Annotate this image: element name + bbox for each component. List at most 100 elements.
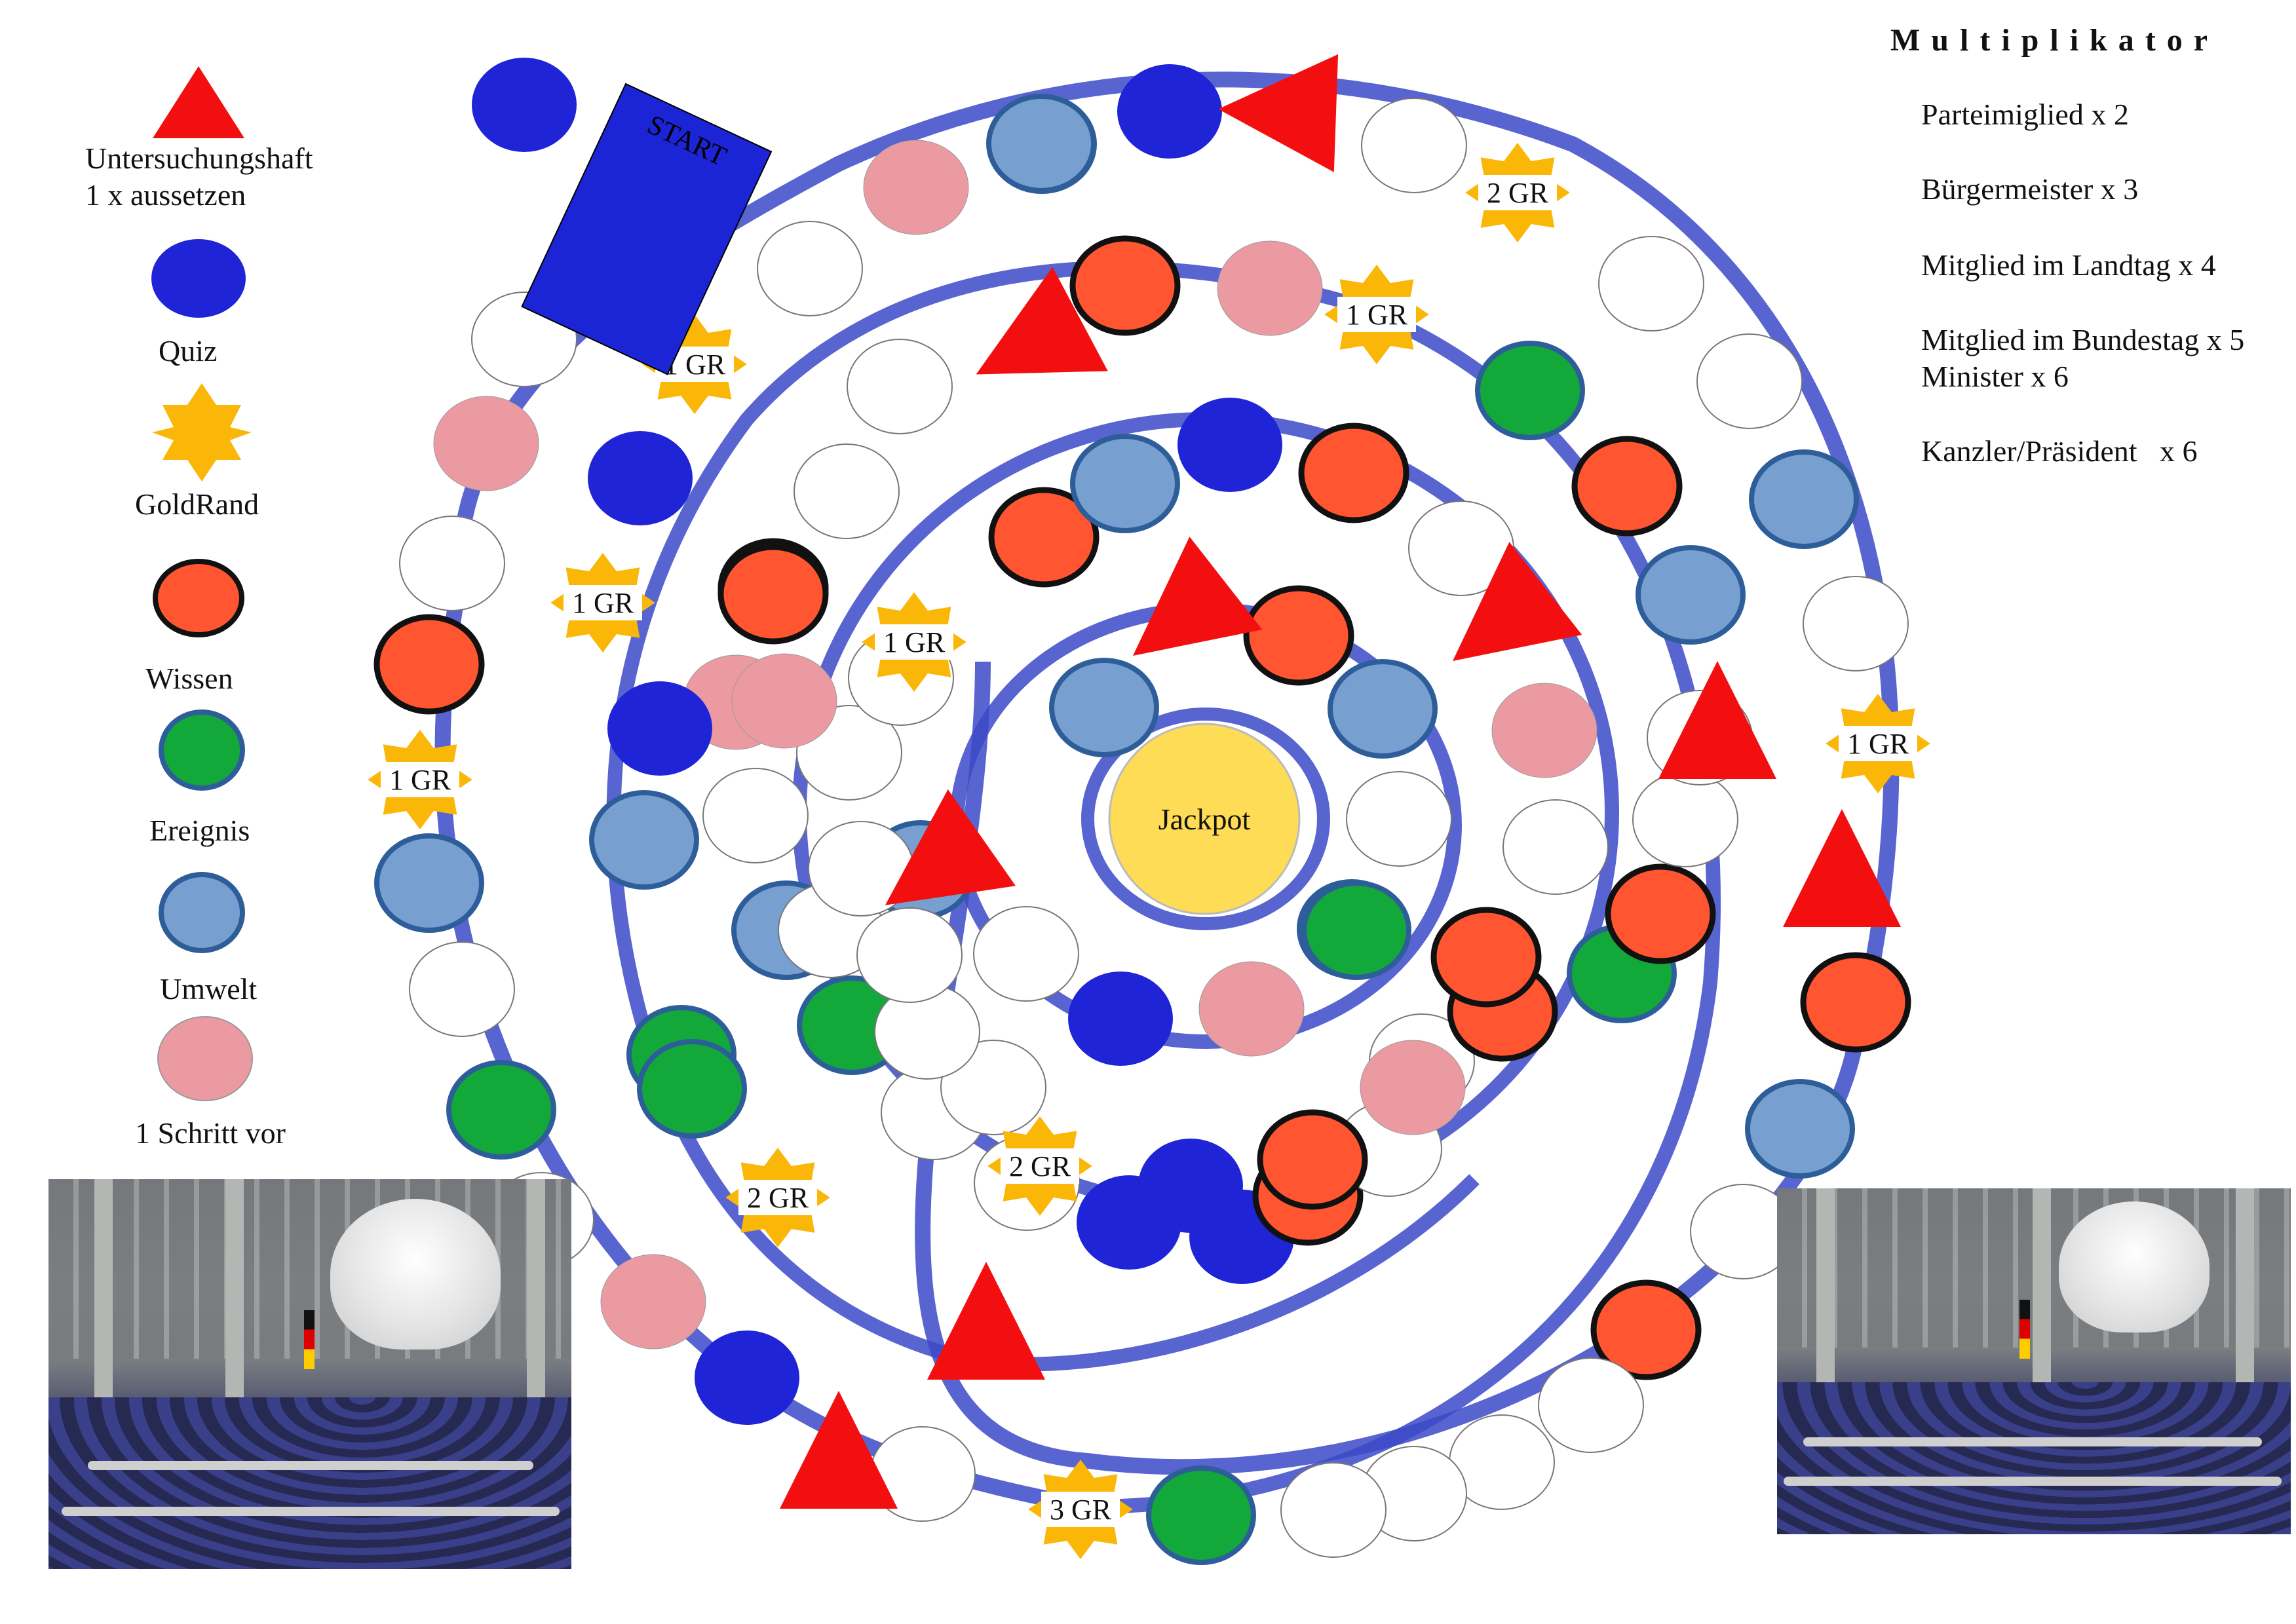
untersuchungshaft-field[interactable] <box>1097 537 1263 702</box>
quiz-field[interactable] <box>472 58 577 152</box>
umwelt-field[interactable] <box>1328 659 1438 759</box>
eagle-emblem <box>330 1199 501 1350</box>
quiz-field[interactable] <box>1177 398 1282 492</box>
legend-umwelt-label: Umwelt <box>160 972 258 1006</box>
schritt-vor-field[interactable] <box>1217 240 1323 336</box>
umwelt-field[interactable] <box>589 790 699 890</box>
schritt-vor-field[interactable] <box>1360 1040 1466 1135</box>
wissen-field[interactable] <box>718 544 829 645</box>
schritt-vor-field[interactable] <box>433 396 539 491</box>
goldrand-label: 3 GR <box>1050 1494 1112 1526</box>
quiz-field[interactable] <box>1117 64 1222 159</box>
multiplikator-item: Parteimiglied x 2 <box>1921 98 2129 131</box>
goldrand-field[interactable]: 2 GR <box>725 1148 830 1247</box>
schritt-vor-field[interactable] <box>731 653 837 749</box>
empty-field[interactable] <box>1632 772 1738 867</box>
goldrand-field[interactable]: 1 GR <box>550 553 655 652</box>
untersuchungshaft-field[interactable] <box>1216 50 1339 172</box>
untersuchungshaft-field[interactable] <box>1783 809 1901 927</box>
untersuchungshaft-field[interactable] <box>948 267 1108 426</box>
goldrand-label: 1 GR <box>883 626 946 658</box>
quiz-field[interactable] <box>607 681 712 776</box>
board-fields: 2 GR1 GR1 GR1 GR1 GR1 GR1 GR2 GR2 GR3 GR <box>368 50 1930 1565</box>
wissen-field[interactable] <box>1590 1279 1702 1380</box>
empty-field[interactable] <box>1696 333 1803 429</box>
quiz-field[interactable] <box>1068 972 1173 1066</box>
untersuchungshaft-field[interactable] <box>1658 661 1776 779</box>
empty-field[interactable] <box>973 906 1079 1002</box>
umwelt-field[interactable] <box>1745 1079 1855 1179</box>
untersuchungshaft-field[interactable] <box>851 789 1016 954</box>
wissen-field[interactable] <box>1800 952 1911 1053</box>
empty-field[interactable] <box>940 1040 1046 1135</box>
goldrand-label: 2 GR <box>1009 1150 1071 1182</box>
multiplikator-item: Mitglied im Bundestag x 5 <box>1921 323 2245 356</box>
multiplikator-title: Multiplikator <box>1890 23 2219 58</box>
ereignis-field[interactable] <box>1301 880 1411 980</box>
empty-field[interactable] <box>757 221 863 316</box>
lightblue-circle-icon <box>159 872 245 953</box>
goldrand-field[interactable]: 2 GR <box>1465 143 1570 242</box>
goldrand-label: 2 GR <box>747 1182 809 1214</box>
ereignis-field[interactable] <box>446 1060 556 1160</box>
goldrand-field[interactable]: 1 GR <box>368 730 472 829</box>
multiplikator-item: Minister x 6 <box>1921 360 2069 393</box>
schritt-vor-field[interactable] <box>600 1254 706 1350</box>
legend-ereignis-label: Ereignis <box>149 814 250 847</box>
bundestag-photo-left <box>48 1179 571 1569</box>
orange-circle-icon <box>153 559 244 637</box>
goldrand-field[interactable]: 1 GR <box>1826 694 1930 793</box>
umwelt-field[interactable] <box>1749 449 1859 549</box>
empty-field[interactable] <box>1598 236 1704 331</box>
wissen-field[interactable] <box>1298 423 1409 523</box>
umwelt-field[interactable] <box>1636 545 1746 645</box>
ereignis-field[interactable] <box>1146 1465 1256 1565</box>
schritt-vor-field[interactable] <box>1198 961 1305 1057</box>
goldrand-field[interactable]: 1 GR <box>1324 265 1429 364</box>
goldrand-field[interactable]: 2 GR <box>987 1116 1092 1216</box>
quiz-field[interactable] <box>695 1331 799 1425</box>
empty-field[interactable] <box>856 907 963 1003</box>
empty-field[interactable] <box>1803 576 1909 671</box>
empty-field[interactable] <box>702 768 809 863</box>
legend-schritt-vor-label: 1 Schritt vor <box>135 1116 286 1150</box>
quiz-field[interactable] <box>1138 1139 1243 1233</box>
untersuchungshaft-field[interactable] <box>927 1262 1045 1380</box>
empty-field[interactable] <box>794 444 900 539</box>
umwelt-field[interactable] <box>1049 658 1159 757</box>
ring-0-track <box>1081 708 1330 930</box>
goldrand-label: 1 GR <box>389 764 451 796</box>
umwelt-field[interactable] <box>1070 434 1180 533</box>
ereignis-field[interactable] <box>1475 341 1585 440</box>
blue-circle-icon <box>151 239 246 318</box>
green-circle-icon <box>159 709 245 791</box>
umwelt-field[interactable] <box>986 94 1096 193</box>
wissen-field[interactable] <box>1257 1109 1368 1210</box>
untersuchungshaft-field[interactable] <box>780 1391 898 1509</box>
empty-field[interactable] <box>1538 1357 1644 1453</box>
wissen-field[interactable] <box>1243 585 1354 686</box>
empty-field[interactable] <box>1346 771 1452 867</box>
empty-field[interactable] <box>409 941 515 1037</box>
goldrand-field[interactable]: 1 GR <box>862 592 966 692</box>
wissen-field[interactable] <box>1069 235 1181 336</box>
schritt-vor-field[interactable] <box>863 140 969 235</box>
wissen-field[interactable] <box>1430 907 1542 1008</box>
ereignis-field[interactable] <box>637 1039 747 1139</box>
goldrand-label: 1 GR <box>1346 299 1408 331</box>
wissen-field[interactable] <box>373 614 485 715</box>
wissen-field[interactable] <box>1571 436 1683 537</box>
untersuchungshaft-field[interactable] <box>1417 542 1582 708</box>
quiz-field[interactable] <box>588 431 693 525</box>
empty-field[interactable] <box>847 339 953 434</box>
jackpot-field[interactable]: Jackpot <box>1108 723 1301 915</box>
umwelt-field[interactable] <box>374 833 484 933</box>
empty-field[interactable] <box>1502 799 1609 895</box>
empty-field[interactable] <box>399 516 505 611</box>
schritt-vor-field[interactable] <box>1491 683 1598 778</box>
empty-field[interactable] <box>1280 1462 1387 1558</box>
wissen-field[interactable] <box>988 487 1100 588</box>
goldrand-field[interactable]: 3 GR <box>1028 1460 1133 1559</box>
wissen-field[interactable] <box>1605 863 1716 964</box>
empty-field[interactable] <box>1361 98 1467 193</box>
